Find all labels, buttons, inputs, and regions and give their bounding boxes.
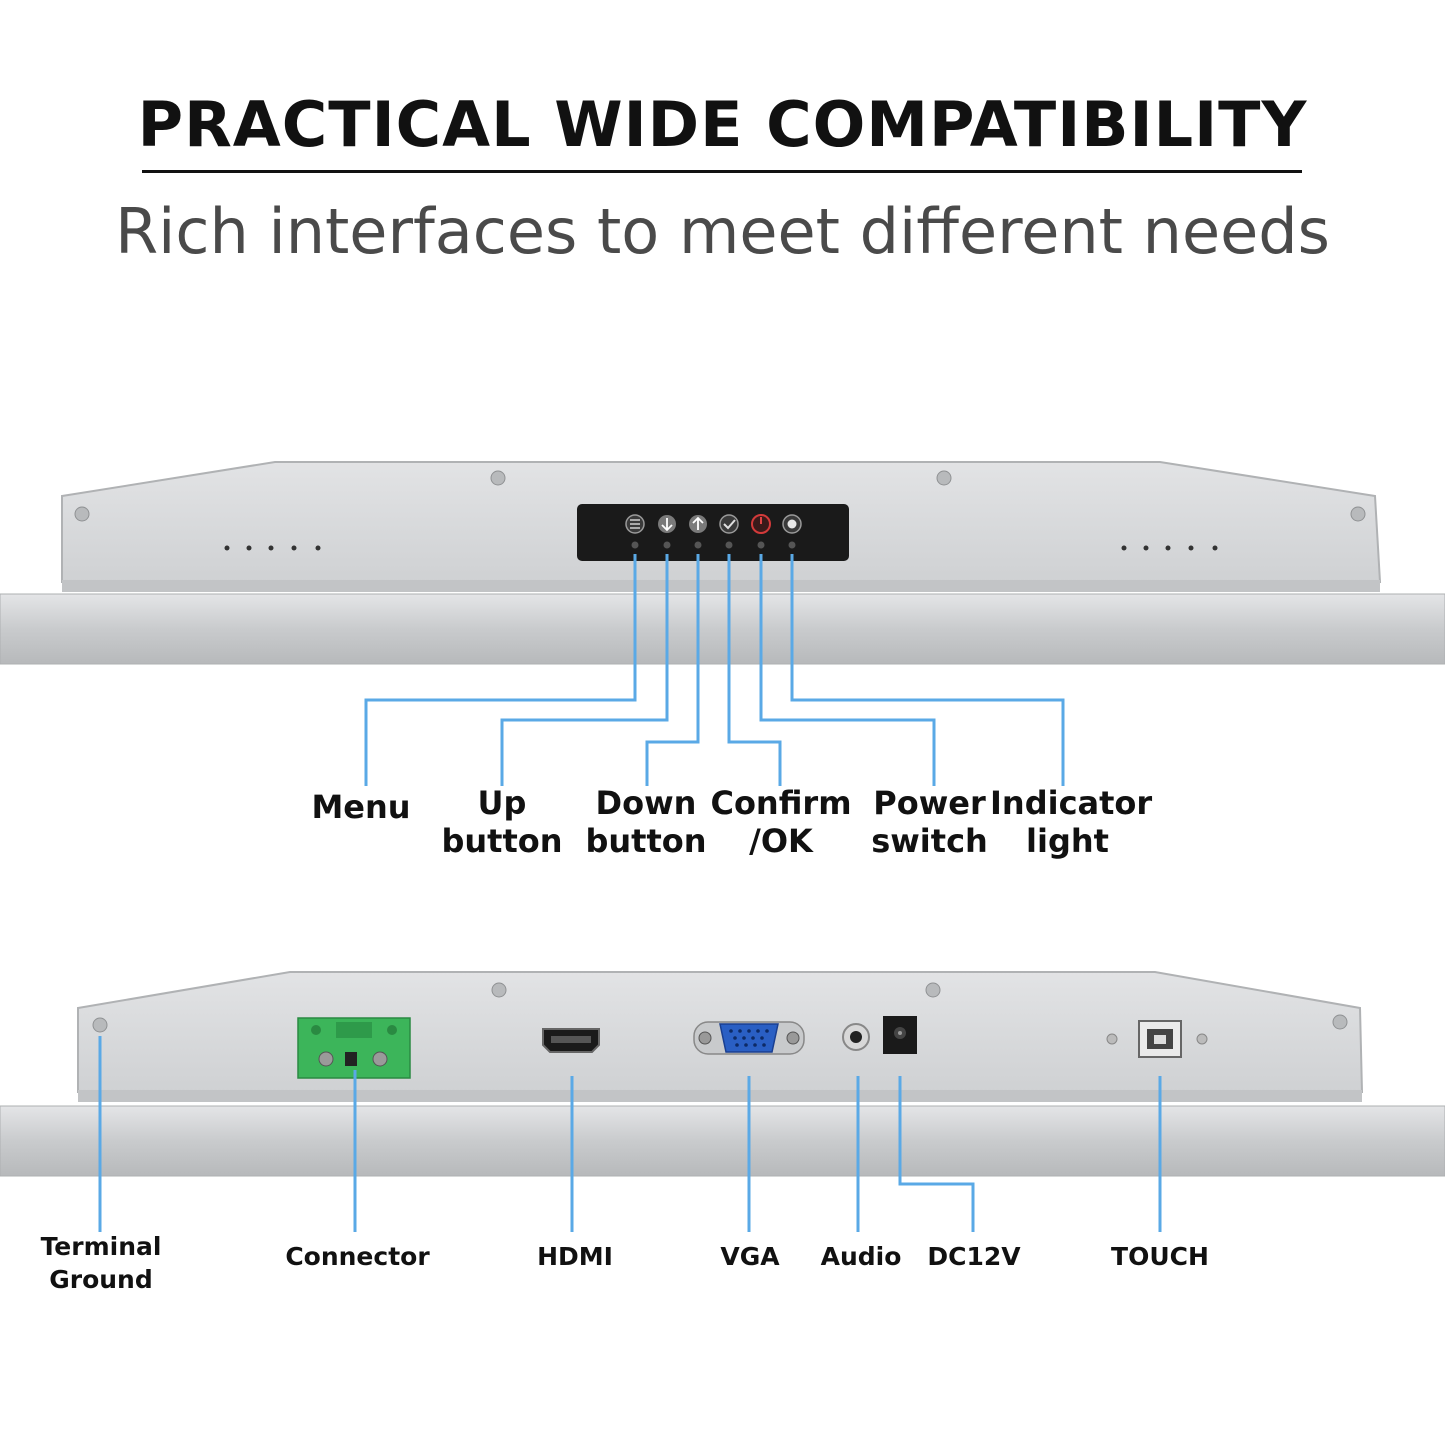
leader-dc12v: [898, 1076, 975, 1232]
label-line: light: [1026, 822, 1109, 860]
screw-icon: [1332, 1014, 1348, 1030]
label-line: Confirm: [710, 784, 852, 822]
screw-icon: [491, 982, 507, 998]
audio-jack-icon: [842, 1023, 870, 1051]
label-down-button: Down button: [575, 784, 717, 860]
label-line: Indicator: [990, 784, 1153, 822]
leader-confirm: [727, 554, 782, 786]
screw-icon: [74, 506, 90, 522]
label-line: switch: [871, 822, 988, 860]
label-up-button: Up button: [432, 784, 572, 860]
label-terminal-ground: Terminal Ground: [30, 1230, 172, 1296]
page-title: PRACTICAL WIDE COMPATIBILITY: [137, 88, 1308, 161]
hdmi-port-icon: [542, 1028, 600, 1053]
label-indicator-light: Indicator light: [990, 784, 1153, 860]
label-line: /OK: [749, 822, 813, 860]
page-subtitle: Rich interfaces to meet different needs: [115, 195, 1330, 268]
label-line: Up: [477, 784, 527, 822]
leader-down: [645, 554, 700, 786]
usb-b-port-icon: [1106, 1020, 1208, 1058]
button-leds: [631, 541, 796, 549]
label-touch: TOUCH: [1100, 1240, 1220, 1273]
label-audio: Audio: [812, 1240, 910, 1273]
screw-icon: [490, 470, 506, 486]
screw-icon: [925, 982, 941, 998]
label-line: Connector: [285, 1242, 430, 1271]
vga-port-icon: [693, 1021, 805, 1055]
label-confirm-ok: Confirm /OK: [710, 784, 852, 860]
label-dc12v: DC12V: [920, 1240, 1028, 1273]
label-line: VGA: [720, 1242, 780, 1271]
label-line: Menu: [311, 788, 411, 826]
label-line: button: [585, 822, 707, 860]
screw-icon: [92, 1017, 108, 1033]
label-vga: VGA: [705, 1240, 795, 1273]
top-panel-edge: [62, 580, 1380, 592]
leader-power: [759, 554, 936, 786]
label-line: Terminal: [40, 1232, 162, 1261]
leader-menu: [364, 554, 637, 786]
label-line: DC12V: [927, 1242, 1021, 1271]
label-connector: Connector: [280, 1240, 435, 1273]
button-strip: [577, 504, 849, 561]
title-underline: [142, 170, 1302, 173]
top-panel: [0, 461, 1445, 786]
screw-icon: [1350, 506, 1366, 522]
label-power-switch: Power switch: [862, 784, 997, 860]
dc-jack-icon: [883, 1016, 917, 1054]
bottom-leader-lines: [98, 1036, 1162, 1232]
bottom-monitor-frame: [0, 1105, 1445, 1177]
speaker-dots-right: [1121, 545, 1218, 551]
speaker-dots-left: [224, 545, 321, 551]
bottom-panel-edge: [78, 1090, 1362, 1102]
label-line: TOUCH: [1111, 1242, 1209, 1271]
terminal-block-icon: [297, 1017, 411, 1079]
leader-up: [500, 554, 669, 786]
top-leader-lines: [364, 554, 1065, 786]
screw-icon: [936, 470, 952, 486]
check-icon: [719, 514, 739, 534]
label-line: button: [441, 822, 563, 860]
leader-indicator: [790, 554, 1065, 786]
label-line: Down: [595, 784, 697, 822]
label-menu: Menu: [301, 788, 421, 826]
label-line: Ground: [49, 1265, 153, 1294]
label-hdmi: HDMI: [520, 1240, 630, 1273]
label-line: Audio: [820, 1242, 902, 1271]
label-line: Power: [873, 784, 986, 822]
bottom-panel: [0, 971, 1445, 1232]
label-line: HDMI: [537, 1242, 613, 1271]
top-monitor-frame: [0, 593, 1445, 665]
